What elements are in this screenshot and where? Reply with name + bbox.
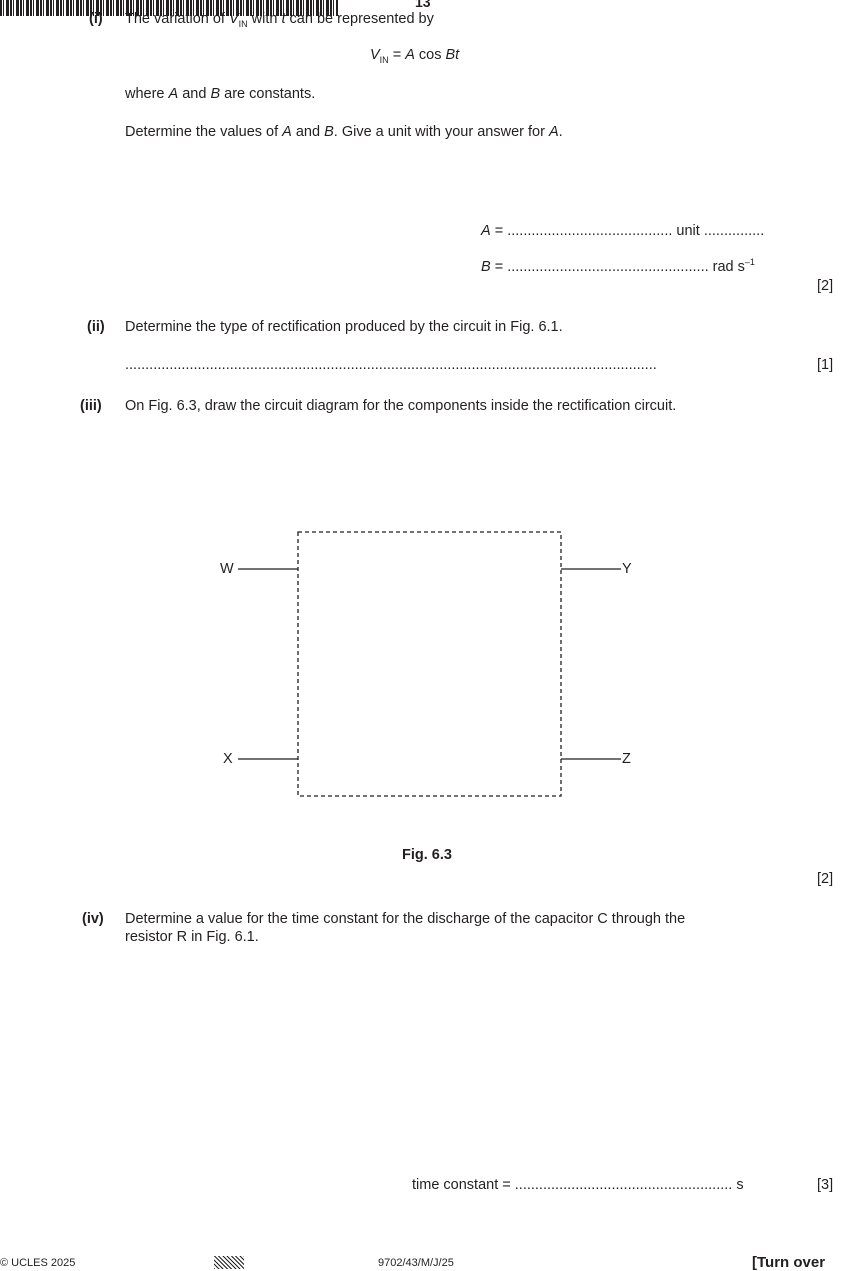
part-iii-marks: [2] — [817, 871, 834, 887]
answer-b-line[interactable]: B = ....................................… — [481, 257, 755, 275]
determine-text: Determine the values of A and B. Give a … — [125, 124, 563, 140]
time-constant-answer[interactable]: time constant = ........................… — [412, 1177, 744, 1193]
part-iii-label: (iii) — [80, 398, 102, 414]
where-text: where A and B are constants. — [125, 86, 316, 102]
part-ii-marks: [1] — [817, 357, 834, 373]
part-iii-text: On Fig. 6.3, draw the circuit diagram fo… — [125, 398, 677, 414]
fig-6-3-diagram — [238, 531, 621, 797]
terminal-x: X — [223, 751, 233, 767]
turn-over: [Turn over — [752, 1254, 826, 1271]
paper-code: 9702/43/M/J/25 — [378, 1257, 454, 1269]
part-i-marks: [2] — [817, 278, 834, 294]
fig-caption: Fig. 6.3 — [402, 847, 452, 863]
terminal-z: Z — [622, 751, 631, 767]
barcode — [0, 0, 338, 16]
part-iv-marks: [3] — [817, 1177, 834, 1193]
part-ii-label: (ii) — [87, 319, 105, 335]
rectification-box — [297, 531, 562, 797]
part-i-label: (i) — [89, 11, 103, 27]
part-i-intro: The variation of VIN with t can be repre… — [125, 11, 434, 29]
part-iv-line1: Determine a value for the time constant … — [125, 911, 686, 927]
answer-a-line[interactable]: A = ....................................… — [481, 223, 765, 239]
terminal-y: Y — [622, 561, 632, 577]
copyright: © UCLES 2025 — [0, 1257, 76, 1269]
part-ii-text: Determine the type of rectification prod… — [125, 319, 563, 335]
qr-code — [214, 1256, 244, 1269]
part-iv-label: (iv) — [82, 911, 104, 927]
part-iv-line2: resistor R in Fig. 6.1. — [125, 929, 259, 945]
equation: VIN = A cos Bt — [370, 47, 460, 65]
page-number: 13 — [415, 0, 431, 10]
terminal-w: W — [220, 561, 234, 577]
part-ii-answer-line[interactable]: ........................................… — [125, 357, 657, 373]
